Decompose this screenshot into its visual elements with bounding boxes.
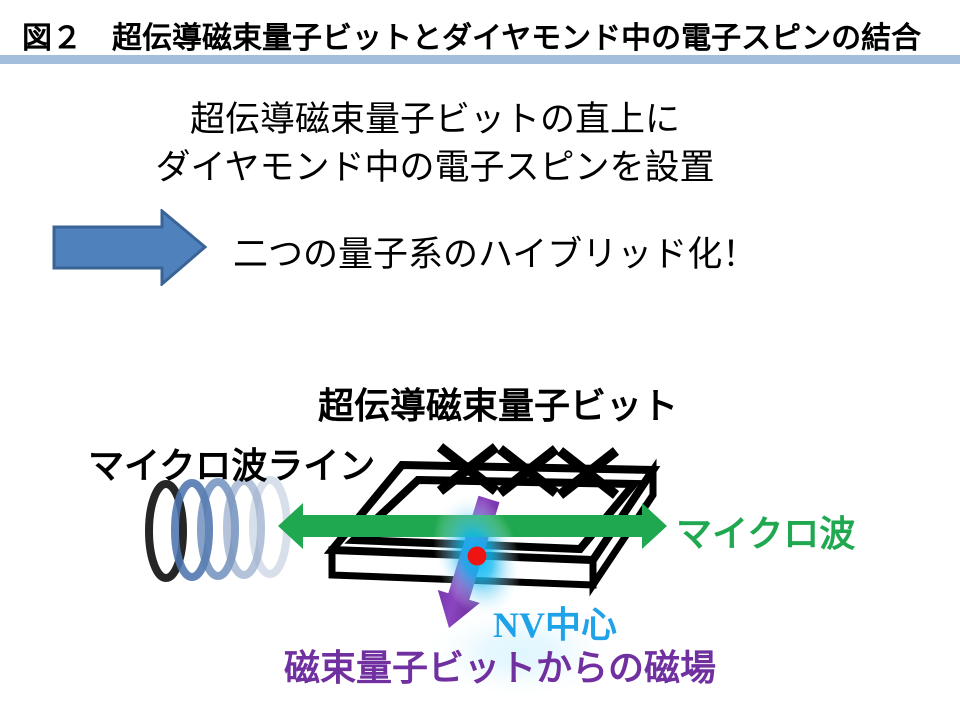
microwave-line-label: マイクロ波ライン — [88, 445, 376, 486]
nv-center-label-prefix: NV — [493, 605, 545, 645]
flux-qubit-label: 超伝導磁束量子ビット — [318, 385, 679, 426]
page-title: 図２ 超伝導磁束量子ビットとダイヤモンド中の電子スピンの結合 — [22, 22, 922, 55]
nv-center-label: NV中心 — [493, 596, 617, 648]
field-label: 磁束量子ビットからの磁場 — [284, 647, 717, 688]
microwave-label: マイクロ波 — [676, 513, 856, 554]
conclusion-text: 二つの量子系のハイブリッド化！ — [233, 235, 758, 274]
intro-text: 超伝導磁束量子ビットの直上に ダイヤモンド中の電子スピンを設置 — [90, 96, 780, 192]
right-arrow-icon — [52, 209, 208, 286]
title-accent-bar — [0, 55, 960, 64]
josephson-junction-x-icon — [436, 443, 620, 499]
nv-center-dot-icon — [420, 493, 620, 700]
intro-line-2: ダイヤモンド中の電子スピンを設置 — [155, 148, 715, 187]
coil-icon — [145, 476, 291, 582]
intro-line-1: 超伝導磁束量子ビットの直上に — [189, 100, 680, 139]
nv-center-label-suffix: 中心 — [545, 604, 618, 645]
